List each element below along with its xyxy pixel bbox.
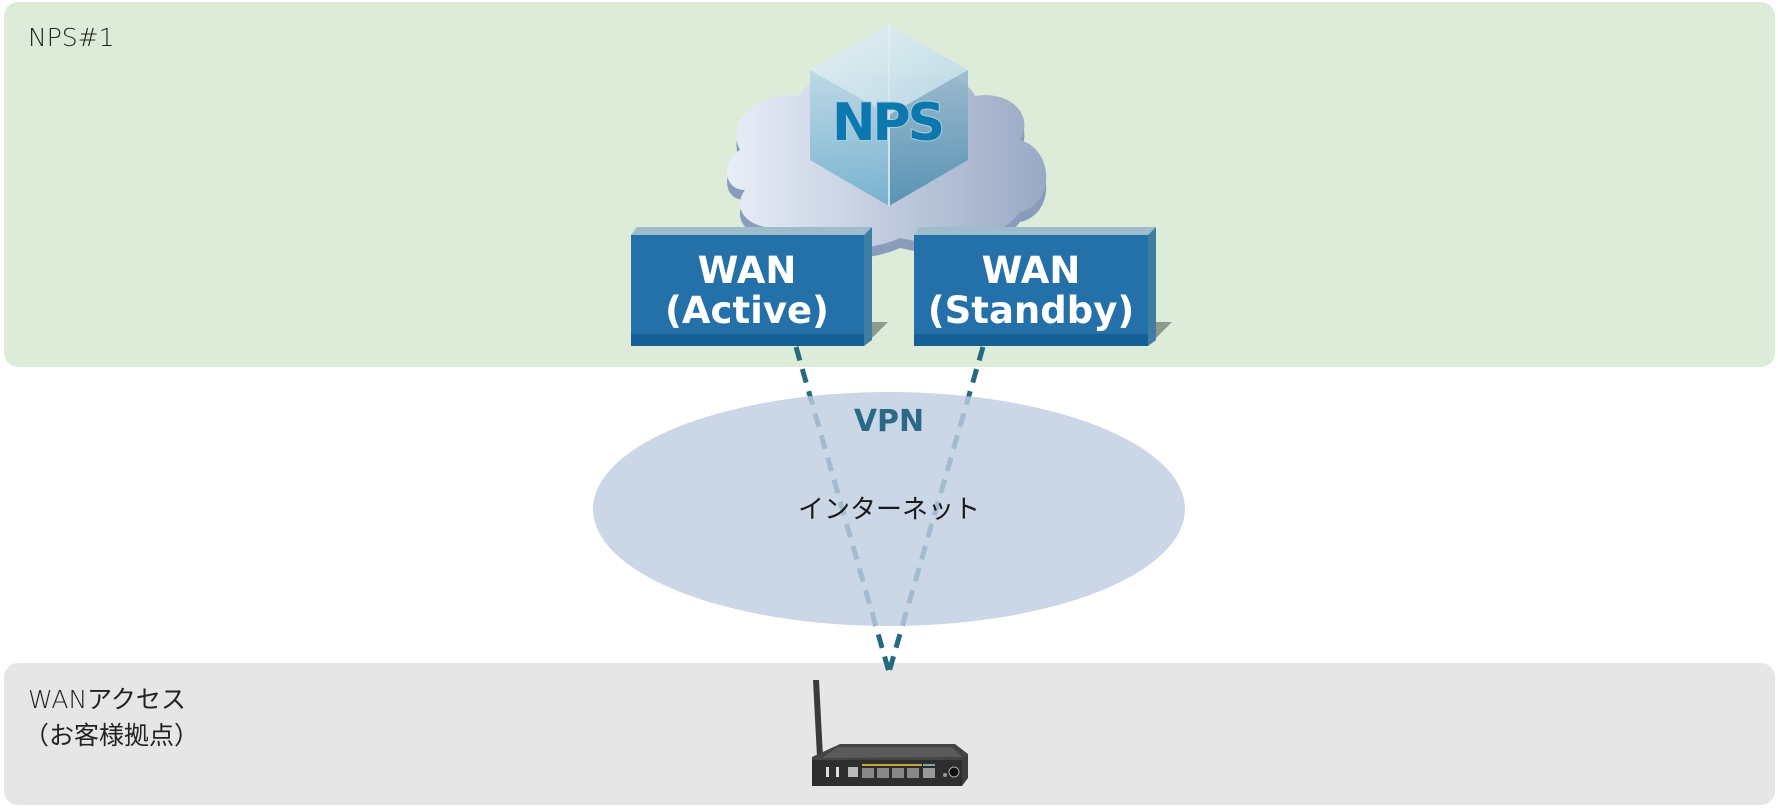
internet-label: インターネット xyxy=(798,495,980,525)
nps-node-label: NPS xyxy=(832,93,942,153)
wan-standby-line2: (Standby) xyxy=(928,289,1135,332)
customer-site-label-line1: WANアクセス xyxy=(28,685,186,714)
customer-site-label-line2: （お客様拠点） xyxy=(24,721,200,750)
wan-active-box: WAN (Active) xyxy=(631,227,888,346)
vpn-label: VPN xyxy=(854,404,924,439)
router-icon xyxy=(812,680,968,786)
nps-cube-icon xyxy=(810,25,968,206)
wan-standby-box: WAN (Standby) xyxy=(914,227,1172,346)
wan-active-line2: (Active) xyxy=(665,289,829,332)
customer-site-zone-label: WANアクセス （お客様拠点） xyxy=(24,682,199,754)
nps-zone-label: NPS#1 xyxy=(28,23,115,52)
wan-standby-line1: WAN xyxy=(982,249,1081,292)
internet-cloud xyxy=(593,392,1185,626)
wan-active-line1: WAN xyxy=(698,249,797,292)
